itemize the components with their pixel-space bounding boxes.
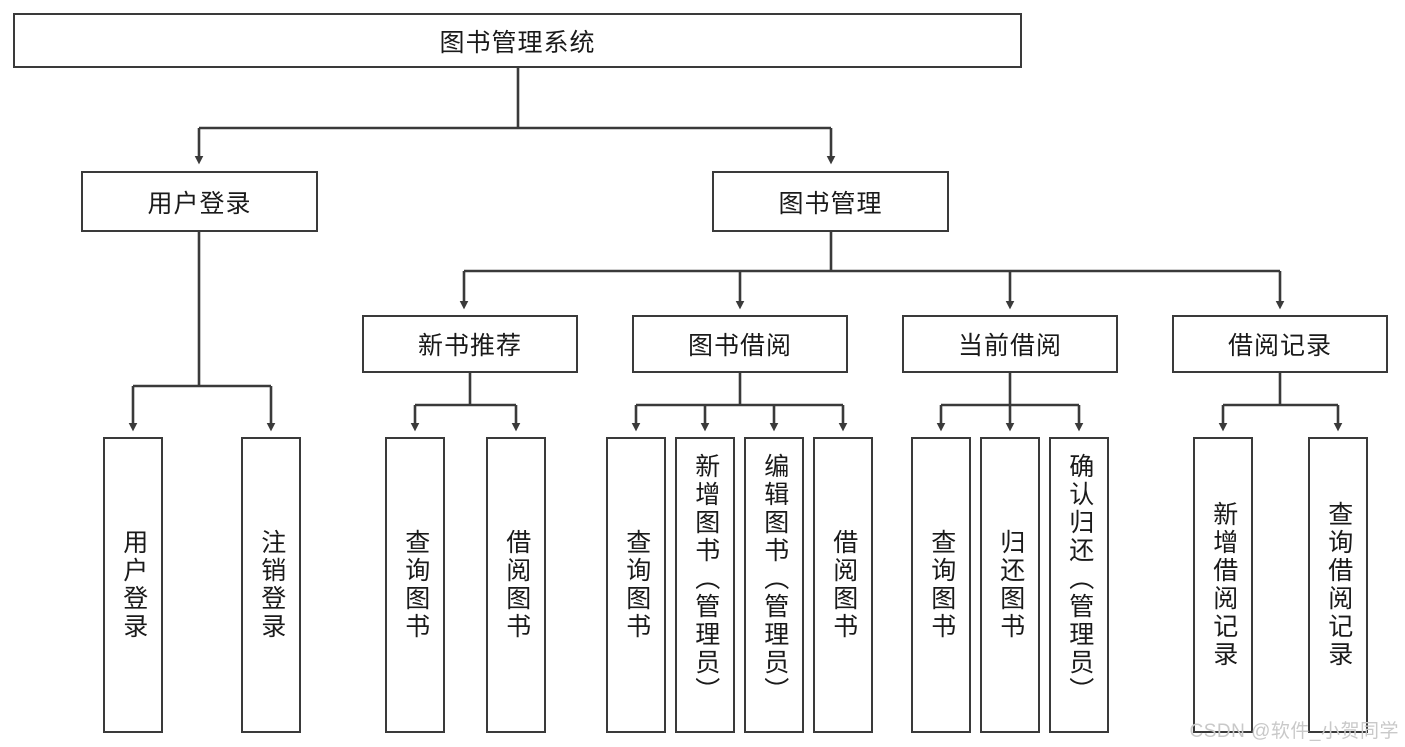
node-book-borrow[interactable]: 图书借阅 [632, 315, 848, 373]
leaf-br-query-record[interactable]: 查询借阅记录 [1308, 437, 1368, 733]
node-current-borrow-label: 当前借阅 [957, 332, 1062, 360]
node-new-book-recommend-label: 新书推荐 [417, 332, 522, 360]
leaf-user-login[interactable]: 用户登录 [103, 437, 163, 733]
node-book-manage[interactable]: 图书管理 [712, 171, 949, 232]
leaf-nb-query-book-label: 查询图书 [401, 529, 430, 641]
node-borrow-record[interactable]: 借阅记录 [1172, 315, 1388, 373]
leaf-cb-confirm-return-admin[interactable]: 确认归还（管理员） [1049, 437, 1109, 733]
leaf-user-login-label: 用户登录 [119, 529, 148, 641]
leaf-bb-edit-book-admin-label: 编辑图书（管理员） [760, 453, 789, 705]
leaf-cb-query-book-label: 查询图书 [927, 529, 956, 641]
leaf-bb-borrow-book[interactable]: 借阅图书 [813, 437, 873, 733]
leaf-br-add-record-label: 新增借阅记录 [1209, 501, 1238, 669]
leaf-nb-borrow-book[interactable]: 借阅图书 [486, 437, 546, 733]
node-user-login-label: 用户登录 [147, 189, 252, 218]
node-root-system[interactable]: 图书管理系统 [13, 13, 1022, 68]
leaf-bb-add-book-admin-label: 新增图书（管理员） [691, 453, 720, 705]
node-borrow-record-label: 借阅记录 [1227, 332, 1332, 360]
leaf-bb-edit-book-admin[interactable]: 编辑图书（管理员） [744, 437, 804, 733]
leaf-bb-query-book-label: 查询图书 [622, 529, 651, 641]
leaf-logout-label: 注销登录 [257, 529, 286, 641]
leaf-bb-add-book-admin[interactable]: 新增图书（管理员） [675, 437, 735, 733]
leaf-cb-confirm-return-admin-label: 确认归还（管理员） [1065, 453, 1094, 705]
node-user-login[interactable]: 用户登录 [81, 171, 318, 232]
leaf-cb-return-book-label: 归还图书 [996, 529, 1025, 641]
node-root-label: 图书管理系统 [439, 28, 596, 57]
node-book-manage-label: 图书管理 [778, 189, 883, 218]
leaf-bb-borrow-book-label: 借阅图书 [829, 529, 858, 641]
node-current-borrow[interactable]: 当前借阅 [902, 315, 1118, 373]
leaf-br-add-record[interactable]: 新增借阅记录 [1193, 437, 1253, 733]
leaf-logout[interactable]: 注销登录 [241, 437, 301, 733]
leaf-cb-return-book[interactable]: 归还图书 [980, 437, 1040, 733]
csdn-watermark: CSDN @软件_小贺同学 [1189, 721, 1399, 742]
leaf-cb-query-book[interactable]: 查询图书 [911, 437, 971, 733]
leaf-nb-borrow-book-label: 借阅图书 [502, 529, 531, 641]
leaf-br-query-record-label: 查询借阅记录 [1324, 501, 1353, 669]
leaf-bb-query-book[interactable]: 查询图书 [606, 437, 666, 733]
node-new-book-recommend[interactable]: 新书推荐 [362, 315, 578, 373]
node-book-borrow-label: 图书借阅 [687, 332, 792, 360]
leaf-nb-query-book[interactable]: 查询图书 [385, 437, 445, 733]
